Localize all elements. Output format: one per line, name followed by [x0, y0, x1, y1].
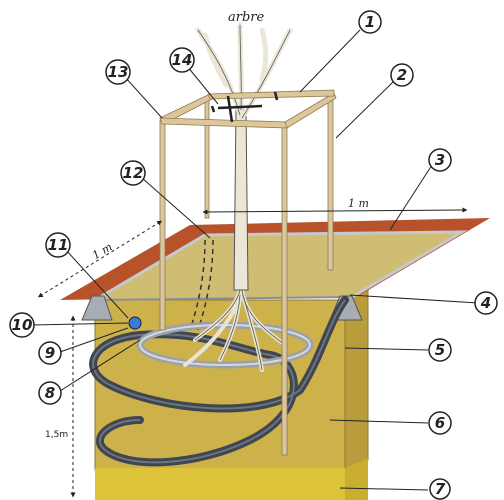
drain-pipe-dashed-left — [189, 239, 206, 331]
drain-pipe-dashed-left-2 — [197, 239, 214, 331]
callout-4: 4 — [474, 291, 498, 315]
svg-text:1: 1 — [365, 13, 375, 31]
svg-text:12: 12 — [123, 164, 144, 182]
svg-text:2: 2 — [397, 66, 407, 84]
svg-text:9: 9 — [45, 344, 55, 362]
svg-text:4: 4 — [480, 294, 491, 312]
tree-trunk — [233, 109, 249, 291]
gravel-layer-side — [345, 458, 368, 500]
support-top-frame — [159, 89, 337, 129]
callout-2: 2 — [390, 63, 414, 87]
callout-8: 8 — [38, 381, 62, 405]
tree-ties — [210, 91, 279, 123]
tree-branch-outlines — [197, 24, 291, 119]
callout-7: 7 — [429, 478, 451, 500]
callout-10: 10 — [9, 312, 35, 338]
watering-pipe-highlight — [92, 299, 346, 464]
svg-text:6: 6 — [435, 414, 445, 432]
dimension-height-label: 1,5m — [45, 430, 68, 440]
diagram-title: arbre — [228, 10, 265, 25]
dimension-width-line — [202, 207, 468, 215]
tree-branches — [195, 22, 293, 121]
root-outline — [194, 289, 286, 371]
svg-text:11: 11 — [48, 236, 69, 254]
callout-13: 13 — [105, 59, 131, 85]
callout-14: 14 — [169, 47, 195, 73]
callout-6: 6 — [428, 411, 452, 435]
dimension-depth-label: 1 m — [90, 240, 115, 262]
svg-text:7: 7 — [435, 480, 446, 498]
svg-text:5: 5 — [435, 341, 445, 359]
dimension-width-label: 1 m — [348, 197, 369, 210]
svg-text:8: 8 — [45, 384, 55, 402]
gravel-layer — [95, 468, 345, 500]
valve-cap — [128, 316, 142, 330]
svg-text:10: 10 — [12, 316, 33, 334]
svg-text:13: 13 — [108, 63, 129, 81]
svg-text:3: 3 — [435, 151, 445, 169]
svg-text:14: 14 — [172, 51, 193, 69]
callout-leaders — [31, 29, 479, 491]
callout-12: 12 — [120, 160, 146, 186]
callout-9: 9 — [38, 341, 62, 365]
callout-11: 11 — [45, 232, 71, 258]
callout-3: 3 — [428, 148, 452, 172]
callout-1: 1 — [358, 10, 382, 34]
callout-5: 5 — [428, 338, 452, 362]
